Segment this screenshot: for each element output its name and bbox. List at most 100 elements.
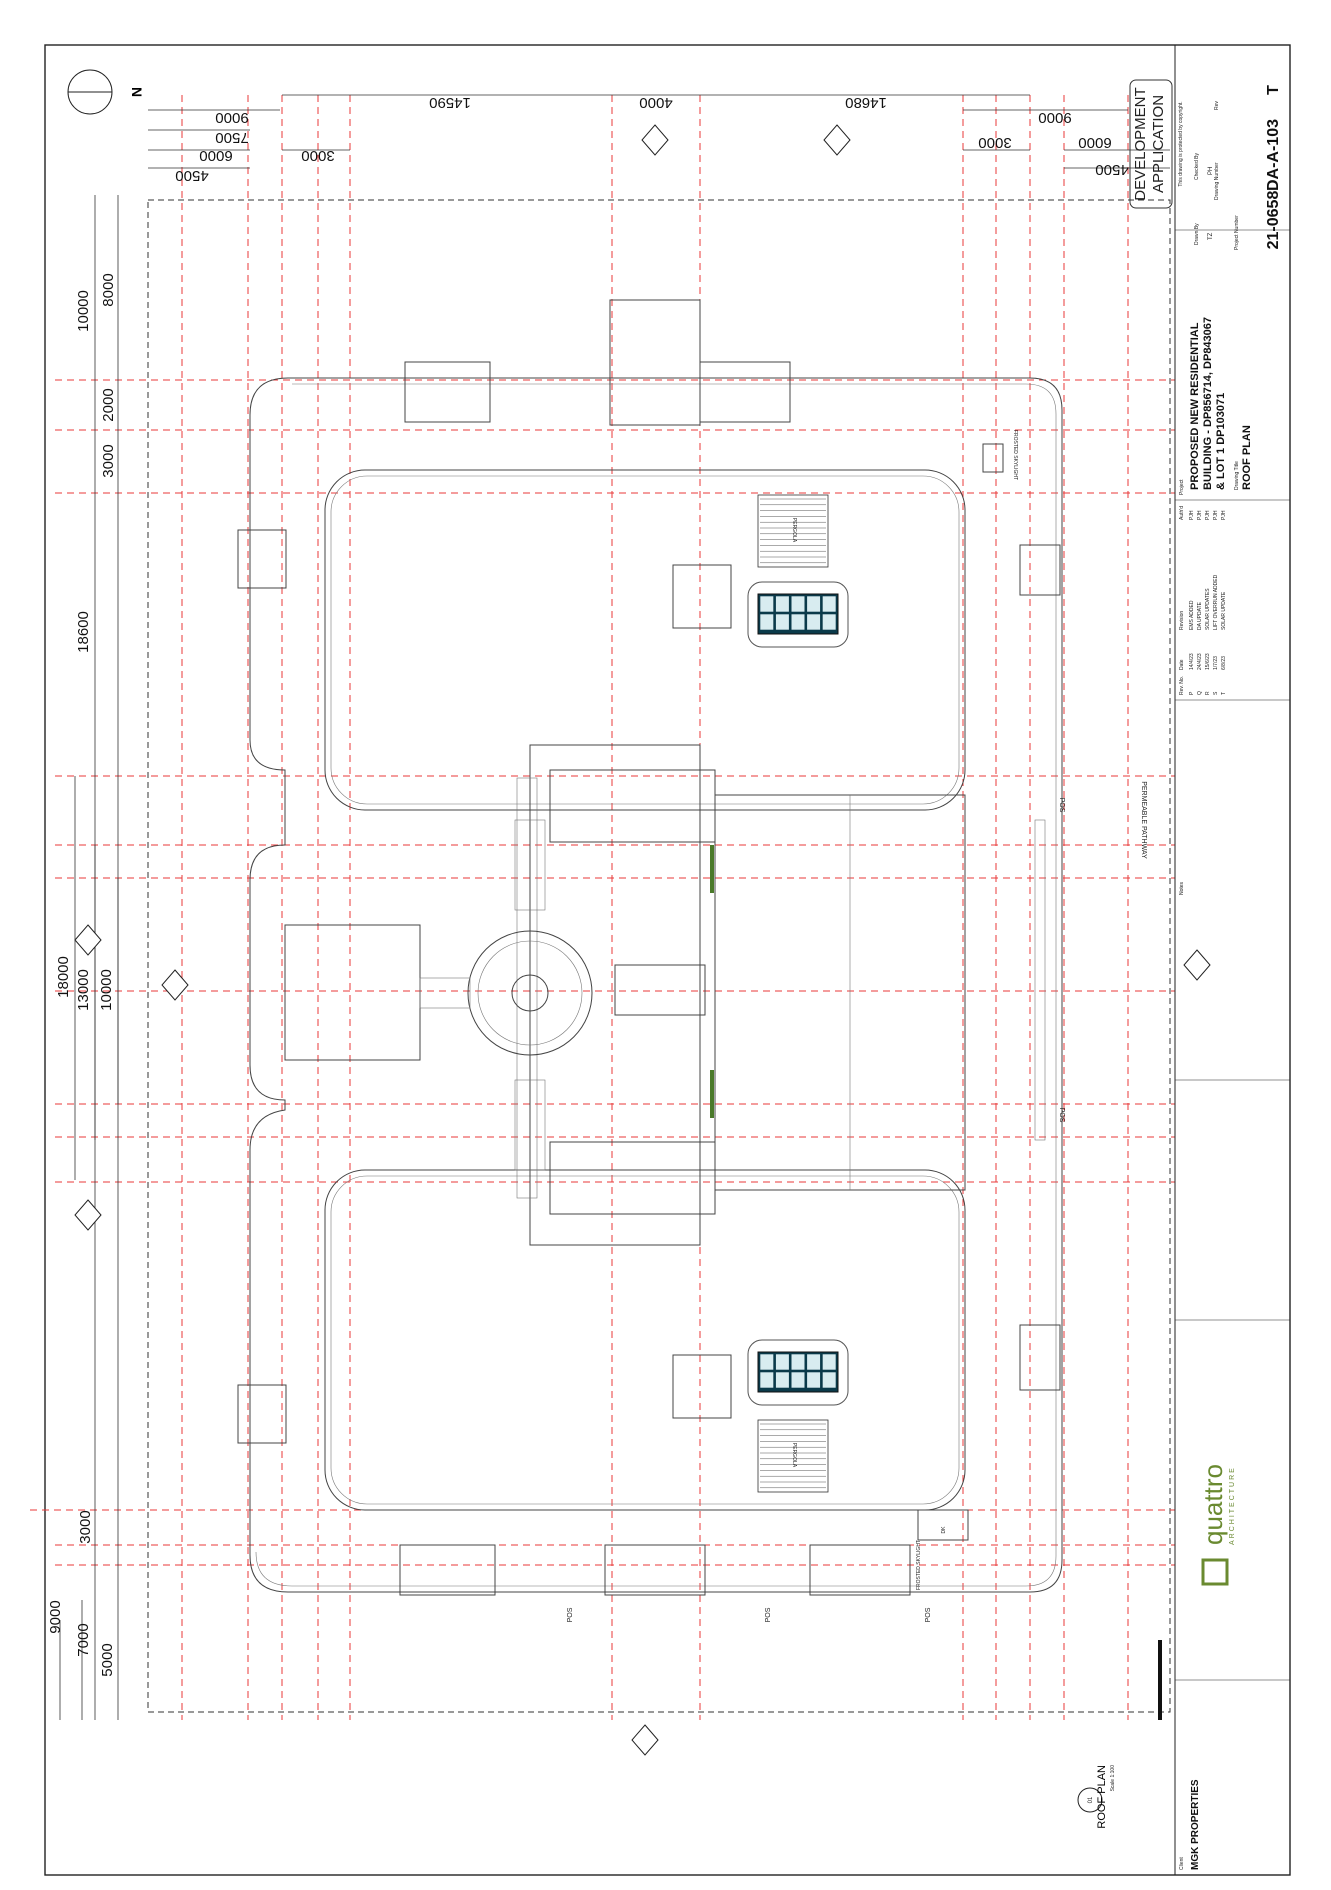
pergola-north: PERGOLA — [757, 494, 829, 568]
lift-overrun-north — [672, 564, 732, 629]
revision-cell: EMS ADDED — [1189, 600, 1195, 630]
pos-label-4: POS — [765, 1607, 772, 1622]
solar-panel-cell — [775, 613, 790, 631]
drawing-title: ROOF PLAN — [1241, 425, 1253, 490]
revision-cell: 15/6/23 — [1205, 653, 1211, 670]
revision-cell: S — [1213, 691, 1219, 695]
pergola-label-north: PERGOLA — [791, 518, 797, 543]
dim-top-4: 3000 — [301, 147, 334, 164]
revision-cell: 14/4/23 — [1189, 653, 1195, 670]
solar-panel-cell — [759, 1353, 774, 1371]
revision-cell: PJH — [1189, 510, 1195, 520]
solar-panel-cell — [806, 613, 821, 631]
dim-top-9: 6000 — [1078, 134, 1111, 151]
solar-panel-cell — [806, 595, 821, 613]
pos-label-2: POS — [1058, 1108, 1065, 1123]
da-stamp-line1: DEVELOPMENT — [1132, 87, 1149, 200]
dim-left-2: 2000 — [100, 388, 117, 421]
lift-overrun-south — [672, 1354, 732, 1419]
drawn-by: TZ — [1208, 232, 1214, 240]
north-label: N — [129, 87, 145, 97]
rev-value: T — [1265, 85, 1282, 95]
solar-panel-cell — [790, 613, 806, 631]
dk-label: DK — [941, 1526, 947, 1534]
dim-left-10: 7000 — [75, 1623, 92, 1656]
pergola-south: PERGOLA — [757, 1419, 829, 1493]
drawing-title-label: Drawing Title — [1234, 461, 1240, 490]
dim-left-4: 18600 — [75, 611, 92, 653]
drawing-number: DA-A-103 — [1265, 119, 1282, 191]
firm-sub: ARCHITECTURE — [1229, 1466, 1236, 1545]
solar-panel-cell — [775, 595, 790, 613]
checked-by-label: Checked By — [1194, 153, 1200, 180]
frosted-skylight-south: FROSTED SKYLIGHT DK — [916, 1509, 969, 1590]
permeable-pathway — [1034, 819, 1046, 1141]
solar-panel-cell — [775, 1353, 790, 1371]
revision-cell: 1/7/23 — [1213, 656, 1219, 670]
solar-panel-south — [747, 1339, 849, 1406]
dim-top-6: 4000 — [639, 94, 672, 111]
pergola-label-south: PERGOLA — [791, 1443, 797, 1468]
project-line-1: PROPOSED NEW RESIDENTIAL — [1189, 322, 1201, 490]
dim-top-11: 4500 — [1095, 161, 1128, 178]
roof-area-north — [324, 469, 966, 811]
dim-top-0: 9000 — [215, 109, 248, 126]
plan-title: 01 ROOF PLAN Scale 1:100 — [1077, 1765, 1116, 1829]
revision-header-cell: Date — [1179, 659, 1185, 670]
solar-panel-cell — [759, 595, 774, 613]
revision-cell: 24/4/23 — [1197, 653, 1203, 670]
building-outline — [237, 299, 1063, 1596]
dim-left-8: 3000 — [77, 1510, 94, 1543]
dim-top-7: 14680 — [845, 94, 887, 111]
dim-top-5: 14590 — [429, 94, 471, 111]
drawn-by-label: Drawn By — [1194, 223, 1200, 245]
scale-bar — [1158, 1640, 1162, 1720]
dim-left-0: 10000 — [75, 290, 92, 332]
client-label: Client — [1179, 1857, 1185, 1870]
revision-header-cell: Revision — [1179, 611, 1185, 630]
solar-panel-cell — [822, 613, 837, 631]
section-markers — [74, 124, 1211, 1756]
solar-panel-cell — [806, 1353, 821, 1371]
solar-panel-cell — [790, 595, 806, 613]
copyright-note: This drawing is protected by copyright. — [1178, 101, 1184, 186]
dim-top-2: 6000 — [199, 147, 232, 164]
revision-cell: 6/8/23 — [1221, 656, 1227, 670]
pos-label-5: POS — [925, 1607, 932, 1622]
dim-top-3: 4500 — [175, 167, 208, 184]
revision-cell: SOLAR UPDATE — [1221, 591, 1227, 630]
title-block: DEVELOPMENT APPLICATION This drawing is … — [1129, 45, 1290, 1875]
solar-panel-cell — [759, 613, 774, 631]
client-name: MGK PROPERTIES — [1190, 1779, 1201, 1870]
frosted-skylight-label-south: FROSTED SKYLIGHT — [916, 1540, 922, 1590]
solar-panel-cell — [790, 1353, 806, 1371]
solar-panel-cell — [822, 595, 837, 613]
pos-label-1: POS — [1058, 798, 1065, 813]
frosted-skylight-label-north: FROSTED SKYLIGHT — [1012, 430, 1018, 480]
central-court — [419, 744, 966, 1246]
revision-cell: PJH — [1213, 510, 1219, 520]
firm-name: quattro — [1198, 1464, 1228, 1545]
north-arrow: N — [67, 69, 145, 115]
project-line-3: & LOT 1 DP103071 — [1215, 393, 1227, 490]
dim-left-11: 5000 — [99, 1643, 116, 1676]
plan-title-number: 01 — [1088, 1796, 1094, 1803]
solar-panel-north — [747, 581, 849, 648]
dim-top-10: 3000 — [978, 134, 1011, 151]
dim-left-9: 9000 — [47, 1600, 64, 1633]
revision-cell: T — [1221, 692, 1227, 695]
project-label: Project — [1179, 479, 1185, 495]
solar-panel-cell — [822, 1353, 837, 1371]
plan-title-text: ROOF PLAN — [1096, 1765, 1108, 1829]
plan-scale-note: Scale 1:100 — [1110, 1765, 1116, 1792]
grid-lines — [30, 95, 1175, 1720]
dim-left-6: 13000 — [75, 969, 92, 1011]
revision-cell: Q — [1197, 691, 1203, 695]
da-stamp — [1129, 79, 1173, 209]
project-number-label: Project Number — [1234, 215, 1240, 250]
dim-left-3: 3000 — [100, 444, 117, 477]
project-line-2: BUILDING - DP856714, DP843067 — [1202, 317, 1214, 490]
